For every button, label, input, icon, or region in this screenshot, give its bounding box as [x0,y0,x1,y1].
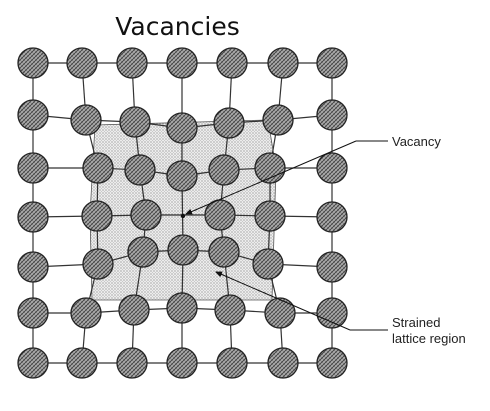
lattice-atom [316,347,348,379]
lattice-atom [267,47,299,79]
vacancy-site-marker [180,213,186,219]
lattice-atom [262,104,294,136]
lattice-atom [17,99,49,131]
lattice-atom [316,297,348,329]
lattice-atom [213,107,245,139]
page-title: Vacancies [115,12,240,41]
lattice-atoms [17,47,348,379]
lattice-atom [17,251,49,283]
lattice-atom [252,248,284,280]
lattice-atom [166,47,198,79]
lattice-atom [118,294,150,326]
lattice-atom [130,199,162,231]
vacancy-label: Vacancy [392,134,441,149]
lattice-atom [254,200,286,232]
strained-label-line1: Strained [392,315,440,330]
lattice-atom [204,199,236,231]
strained-label-line2: lattice region [392,331,466,346]
lattice-atom [316,152,348,184]
lattice-atom [70,104,102,136]
lattice-atom [17,201,49,233]
lattice-atom [119,106,151,138]
lattice-atom [316,47,348,79]
lattice-atom [17,152,49,184]
vacancy-leader-line [185,140,357,215]
lattice-atom [216,47,248,79]
lattice-atom [124,154,156,186]
lattice-atom [214,294,246,326]
lattice-atom [66,47,98,79]
lattice-atom [116,47,148,79]
lattice-atom [167,234,199,266]
lattice-atom [316,251,348,283]
lattice-atom [116,347,148,379]
lattice-atom [166,160,198,192]
lattice-atom [166,112,198,144]
lattice-atom [316,99,348,131]
lattice-atom [208,154,240,186]
lattice-atom [82,248,114,280]
lattice-atom [127,236,159,268]
lattice-atom [264,297,296,329]
lattice-atom [17,297,49,329]
lattice-atom [70,297,102,329]
lattice-atom [208,236,240,268]
lattice-atom [82,152,114,184]
lattice-atom [17,347,49,379]
strained-leader-line [215,271,351,331]
lattice-atom [166,347,198,379]
lattice-atom [316,201,348,233]
lattice-atom [254,152,286,184]
lattice-atom [17,47,49,79]
lattice-atom [81,200,113,232]
lattice-atom [166,292,198,324]
lattice-atom [216,347,248,379]
lattice-atom [66,347,98,379]
lattice-atom [267,347,299,379]
